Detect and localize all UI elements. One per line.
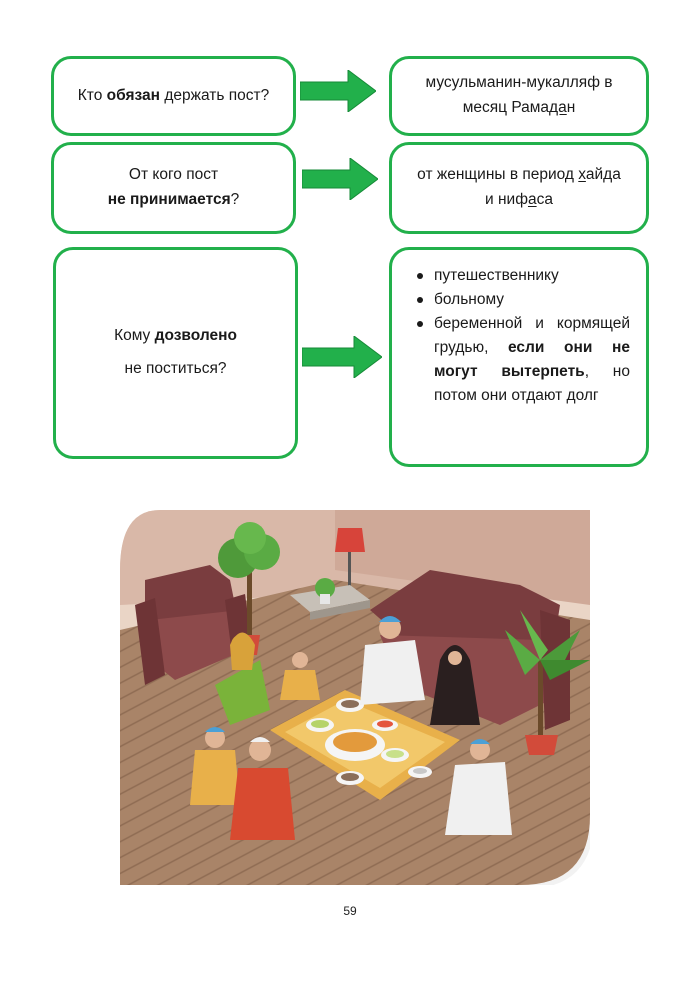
answer-box-2: от женщины в период хайда и нифаса: [389, 142, 649, 234]
family-iftar-illustration: [120, 510, 590, 885]
question-text-2a: От кого пост: [128, 166, 219, 184]
answer-text-2a: от женщины в период хайда: [417, 166, 621, 184]
question-text-3b: не поститься?: [124, 360, 227, 377]
man-white: [360, 616, 425, 705]
answer-box-3: путешественнику больному беременной и ко…: [389, 247, 649, 467]
list-item: больному: [417, 288, 630, 312]
answer-box-1: мусульманин-мукалляф в месяц Рамадан: [389, 56, 649, 136]
question-box-2: От кого пост не принимается?: [51, 142, 296, 234]
list-item: беременной и кормящей грудью, если они н…: [417, 312, 630, 408]
answer-text-2b: и нифаса: [485, 191, 553, 208]
question-text-3a: Кому дозволено: [114, 327, 237, 345]
woman-black: [430, 645, 480, 725]
plant-right: [505, 610, 590, 755]
page-number: 59: [343, 904, 357, 918]
arrow-right-icon: [300, 70, 376, 112]
boy-left: [190, 727, 240, 805]
plant-left: [218, 522, 280, 655]
question-text-2b: не принимается?: [107, 191, 240, 208]
lamp: [335, 528, 365, 605]
arrow-right-icon: [302, 336, 382, 378]
answer-text-1: мусульманин-мукалляф в месяц Рамадан: [425, 74, 613, 116]
question-text-1: Кто обязан держать пост?: [77, 86, 270, 104]
question-box-3: Кому дозволено не поститься?: [53, 247, 298, 459]
man-right: [445, 739, 512, 835]
question-box-1: Кто обязан держать пост?: [51, 56, 296, 136]
child: [280, 652, 320, 700]
woman-green: [215, 632, 270, 725]
man-red: [230, 737, 295, 840]
list-item: путешественнику: [417, 264, 630, 288]
arrow-right-icon: [302, 158, 378, 200]
answer-list-3: путешественнику больному беременной и ко…: [412, 264, 630, 408]
